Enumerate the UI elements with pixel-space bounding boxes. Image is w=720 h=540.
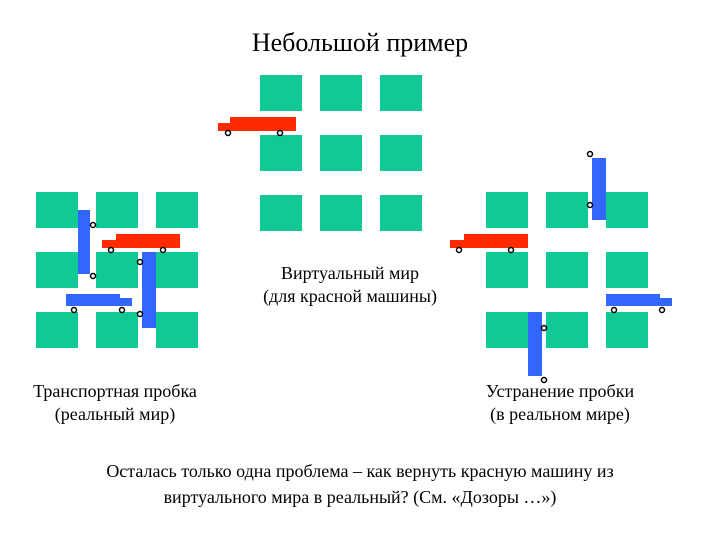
caption-jam-line2: (реальный мир) bbox=[54, 404, 176, 424]
red-car-virtual bbox=[218, 117, 296, 137]
city-block bbox=[36, 252, 78, 288]
jam-grid bbox=[36, 192, 198, 348]
city-block bbox=[606, 192, 648, 228]
city-block bbox=[486, 192, 528, 228]
caption-fix-line1: Устранение пробки bbox=[485, 381, 635, 401]
city-block bbox=[380, 135, 422, 171]
city-block bbox=[320, 75, 362, 111]
caption-traffic-jam: Транспортная пробка (реальный мир) bbox=[10, 380, 220, 426]
city-block bbox=[320, 135, 362, 171]
red-car-jam bbox=[102, 234, 180, 254]
caption-fix-line2: (в реальном мире) bbox=[490, 404, 630, 424]
blue-car-fix-vertical-bottom bbox=[528, 312, 548, 384]
city-block bbox=[606, 252, 648, 288]
city-block bbox=[260, 135, 302, 171]
city-block bbox=[320, 195, 362, 231]
city-block bbox=[260, 195, 302, 231]
city-block bbox=[36, 312, 78, 348]
footer-line1: Осталась только одна проблема – как верн… bbox=[106, 461, 614, 481]
city-block bbox=[546, 192, 588, 228]
footer-line2: виртуального мира в реальный? (См. «Дозо… bbox=[163, 487, 557, 507]
city-block bbox=[156, 192, 198, 228]
city-block bbox=[96, 192, 138, 228]
slide-title: Небольшой пример bbox=[251, 28, 469, 57]
blue-car-jam-vertical-1 bbox=[78, 210, 97, 280]
caption-jam-line1: Транспортная пробка bbox=[33, 381, 197, 401]
red-car-fix bbox=[450, 234, 528, 254]
caption-virtual-line1: Виртуальный мир bbox=[280, 263, 419, 283]
city-block bbox=[486, 312, 528, 348]
footer-note: Осталась только одна проблема – как верн… bbox=[30, 458, 690, 510]
city-block bbox=[380, 75, 422, 111]
caption-virtual-line2: (для красной машины) bbox=[263, 286, 437, 306]
city-block bbox=[486, 252, 528, 288]
caption-jam-resolved: Устранение пробки (в реальном мире) bbox=[455, 380, 665, 426]
city-block bbox=[96, 252, 138, 288]
city-block bbox=[546, 252, 588, 288]
fix-grid bbox=[486, 192, 648, 348]
caption-virtual-world: Виртуальный мир (для красной машины) bbox=[220, 262, 480, 308]
city-block bbox=[380, 195, 422, 231]
city-block bbox=[96, 312, 138, 348]
city-block bbox=[260, 75, 302, 111]
city-block bbox=[546, 312, 588, 348]
blue-car-jam-vertical-2 bbox=[136, 252, 156, 328]
city-block bbox=[156, 312, 198, 348]
blue-car-jam-horizontal bbox=[66, 294, 132, 314]
city-block bbox=[36, 192, 78, 228]
city-block bbox=[156, 252, 198, 288]
blue-car-fix-vertical-top bbox=[586, 150, 606, 220]
virtual-world-grid bbox=[260, 75, 422, 231]
blue-car-fix-horizontal bbox=[606, 294, 672, 314]
city-block bbox=[606, 312, 648, 348]
